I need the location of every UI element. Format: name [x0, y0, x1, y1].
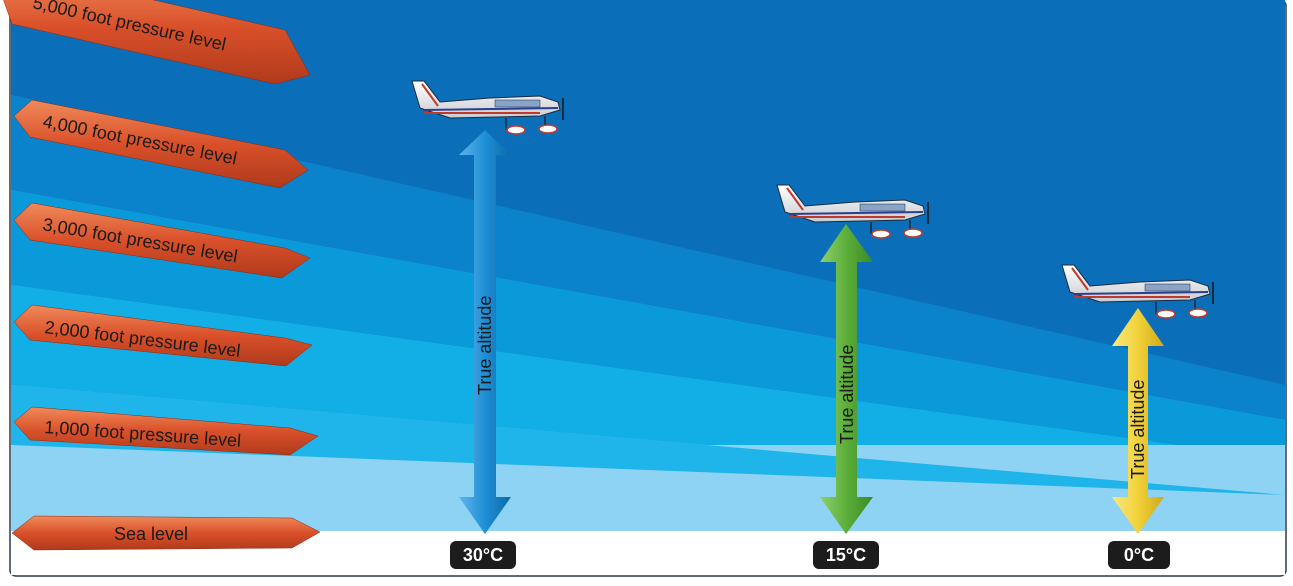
- level-arrow-shape: [3, 0, 311, 85]
- airplane-icon: [1061, 264, 1214, 319]
- temp-badge-15c: 15°C: [813, 541, 879, 569]
- level-arrow-1000: 1,000 foot pressure level: [13, 406, 319, 456]
- altitude-arrow-shape: [1112, 308, 1164, 534]
- temp-badge-bg: [1108, 541, 1170, 569]
- level-arrow-shape: [13, 304, 313, 367]
- altitude-label-15c: True altitude: [837, 345, 857, 444]
- altitude-arrow-0c: True altitude: [1112, 308, 1164, 534]
- level-arrow-shape: [11, 515, 321, 551]
- band-upper-sky: [11, 0, 1285, 385]
- airplane-icon: [411, 80, 564, 135]
- level-arrow-shape: [13, 99, 309, 189]
- band-2: [11, 285, 1285, 495]
- altitude-arrow-15c: True altitude: [820, 224, 873, 534]
- altitude-label-30c: True altitude: [475, 296, 495, 395]
- altitude-arrow-30c: True altitude: [459, 130, 511, 534]
- altitude-arrow-shape: [820, 224, 873, 534]
- temp-badge-bg: [450, 541, 516, 569]
- temp-label-30c: 30°C: [463, 545, 503, 565]
- airplane-icon: [776, 184, 929, 239]
- temp-badge-0c: 0°C: [1108, 541, 1170, 569]
- level-label-sea: Sea level: [114, 524, 188, 544]
- temperature-badges: 30°C 15°C 0°C: [450, 541, 1170, 569]
- level-arrow-shape: [13, 406, 319, 456]
- level-arrow-shape: [13, 202, 311, 279]
- band-3: [11, 190, 1285, 460]
- pressure-bands: [11, 0, 1285, 531]
- airplanes: [411, 80, 1214, 319]
- altitude-label-0c: True altitude: [1128, 380, 1148, 479]
- temp-badge-30c: 30°C: [450, 541, 516, 569]
- altitude-arrow-shape: [459, 130, 511, 534]
- true-altitude-arrows: True altitude True altitude True altitud…: [459, 130, 1164, 534]
- temp-label-0c: 0°C: [1124, 545, 1154, 565]
- temp-label-15c: 15°C: [826, 545, 866, 565]
- level-arrow-sea: Sea level: [11, 515, 321, 551]
- band-4: [11, 95, 1285, 420]
- band-1-over: [11, 385, 1285, 495]
- temp-badge-bg: [813, 541, 879, 569]
